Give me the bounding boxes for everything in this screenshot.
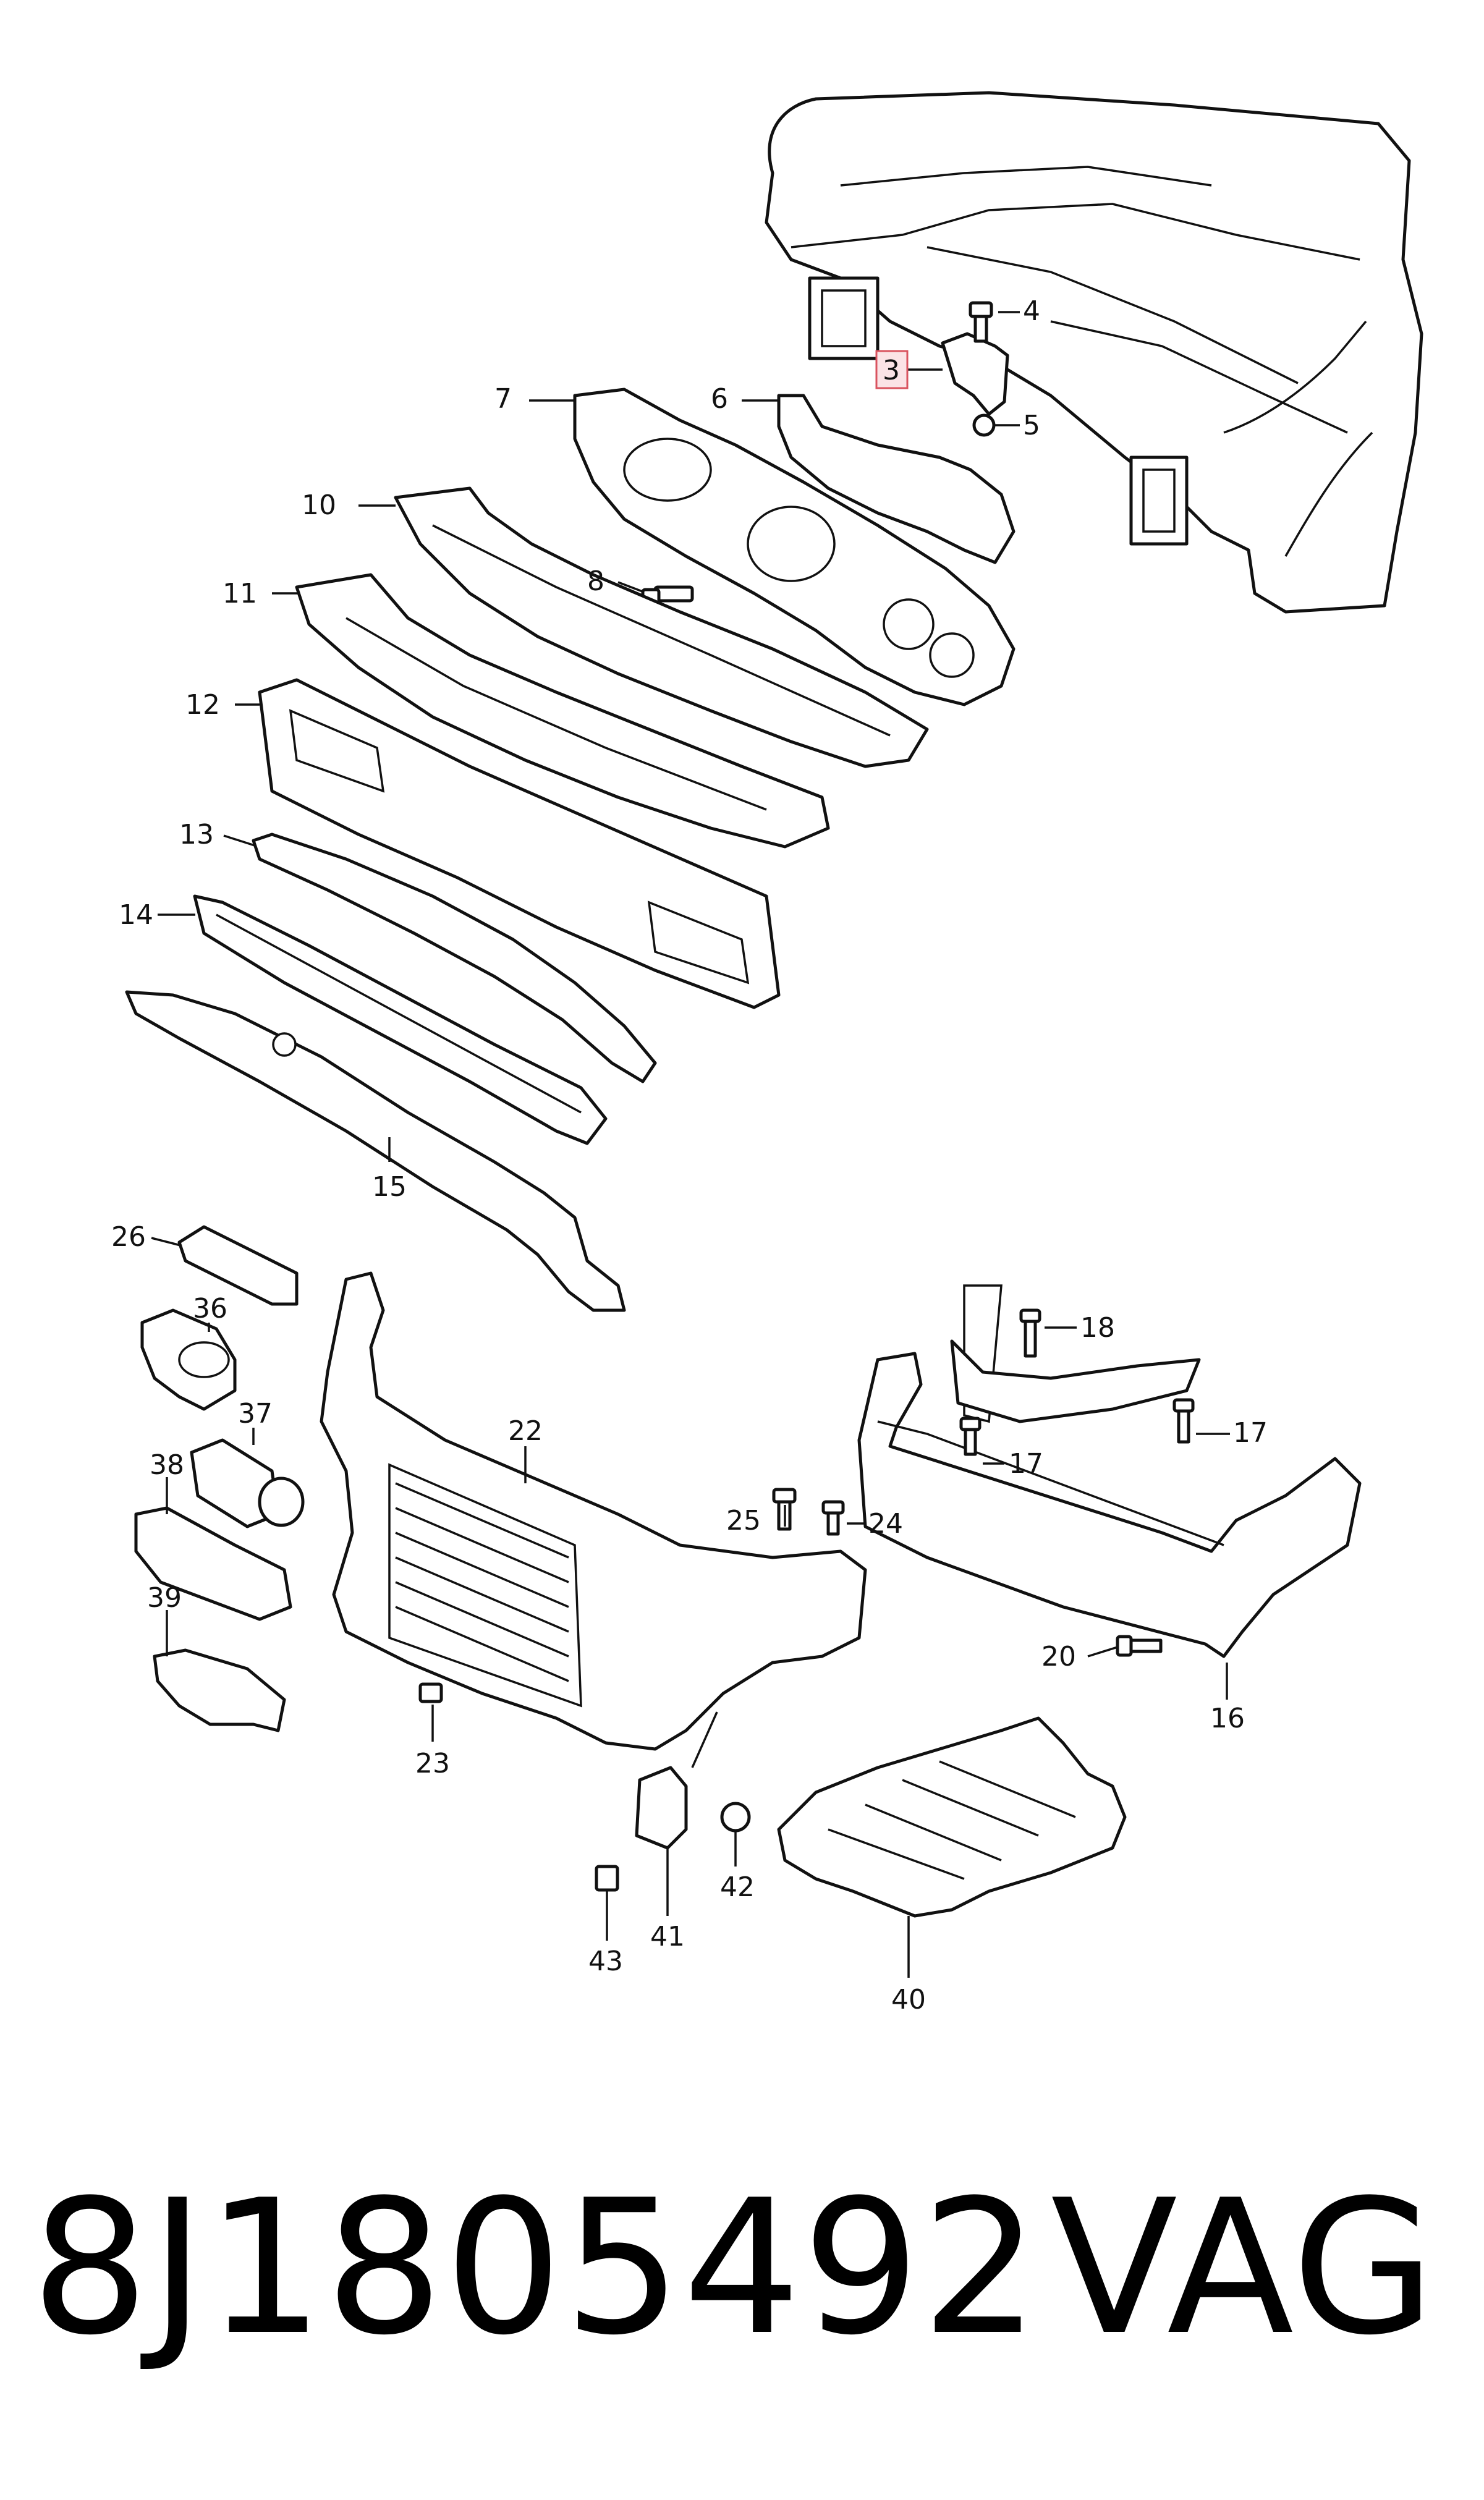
callout-22: 22 xyxy=(508,1415,543,1447)
part-17-screw-b xyxy=(1172,1398,1195,1444)
part-37-housing xyxy=(190,1438,305,1528)
callout-17-a: 17 xyxy=(1009,1448,1043,1480)
callout-12: 12 xyxy=(185,689,220,721)
part-11-panel xyxy=(295,573,830,849)
callout-20: 20 xyxy=(1041,1641,1076,1672)
callout-41: 41 xyxy=(650,1921,685,1952)
callout-3: 3 xyxy=(883,355,900,386)
callout-4: 4 xyxy=(1023,295,1040,327)
part-38-duct xyxy=(134,1506,292,1621)
part-7-panel xyxy=(573,388,1015,706)
part-16-subframe xyxy=(857,1284,1362,1658)
footer: 8J1805492 VAG xyxy=(0,2151,1484,2398)
part-22-lock-carrier xyxy=(320,1271,867,1751)
part-number: 8J1805492 xyxy=(31,2160,1041,2376)
body-shell-drawing xyxy=(765,91,1423,614)
part-12-panel xyxy=(258,678,781,1009)
part-15-crossmember xyxy=(125,990,626,1312)
callout-26: 26 xyxy=(111,1221,146,1253)
callout-25: 25 xyxy=(726,1505,761,1536)
part-43-clip xyxy=(595,1865,619,1892)
callout-43: 43 xyxy=(588,1946,623,1977)
callout-24: 24 xyxy=(868,1508,903,1540)
part-13-strip xyxy=(252,833,657,1083)
callout-37: 37 xyxy=(238,1398,273,1430)
callout-14: 14 xyxy=(119,899,153,931)
callout-40: 40 xyxy=(891,1984,926,2015)
callout-18: 18 xyxy=(1080,1312,1115,1344)
part-23-clip xyxy=(418,1682,443,1703)
part-40-cover xyxy=(777,1716,1127,1918)
part-26-strip xyxy=(177,1225,299,1306)
part-41-bracket xyxy=(635,1766,688,1850)
callout-23: 23 xyxy=(415,1748,450,1779)
callout-3-highlight xyxy=(875,350,909,389)
callout-38: 38 xyxy=(150,1449,184,1481)
callout-17-b: 17 xyxy=(1233,1417,1268,1449)
callout-labels: 3 4 5 6 7 8 10 11 12 13 14 15 16 17 17 1… xyxy=(111,295,1268,2015)
callout-11: 11 xyxy=(223,578,257,609)
callout-13: 13 xyxy=(179,819,214,850)
callout-6: 6 xyxy=(711,383,728,415)
part-5-nut xyxy=(972,413,996,437)
callout-8: 8 xyxy=(587,566,604,597)
part-10-panel xyxy=(394,486,929,768)
part-36-duct xyxy=(140,1308,237,1411)
callout-42: 42 xyxy=(720,1871,755,1903)
leader-lines xyxy=(151,311,1230,1978)
callout-15: 15 xyxy=(372,1171,407,1203)
part-24-screw xyxy=(821,1500,845,1536)
exploded-parts-diagram: 3 4 5 6 7 8 10 11 12 13 14 15 16 17 17 1… xyxy=(111,91,1423,2015)
callout-16: 16 xyxy=(1210,1703,1245,1734)
part-14-crossmember xyxy=(193,894,608,1145)
part-42-nut xyxy=(720,1802,751,1833)
callout-39: 39 xyxy=(147,1582,182,1614)
brand-name: VAG xyxy=(1051,2160,1437,2376)
part-17-screw-a xyxy=(959,1417,982,1456)
callout-36: 36 xyxy=(193,1293,227,1324)
callout-7: 7 xyxy=(494,383,512,415)
part-18-screw xyxy=(1019,1308,1041,1358)
part-4-bolt xyxy=(969,301,993,343)
part-6-bracket xyxy=(777,394,1015,564)
part-39-trim xyxy=(153,1648,286,1732)
part-20-bolt xyxy=(1116,1635,1163,1657)
callout-10: 10 xyxy=(302,489,336,521)
callout-5: 5 xyxy=(1023,410,1040,441)
